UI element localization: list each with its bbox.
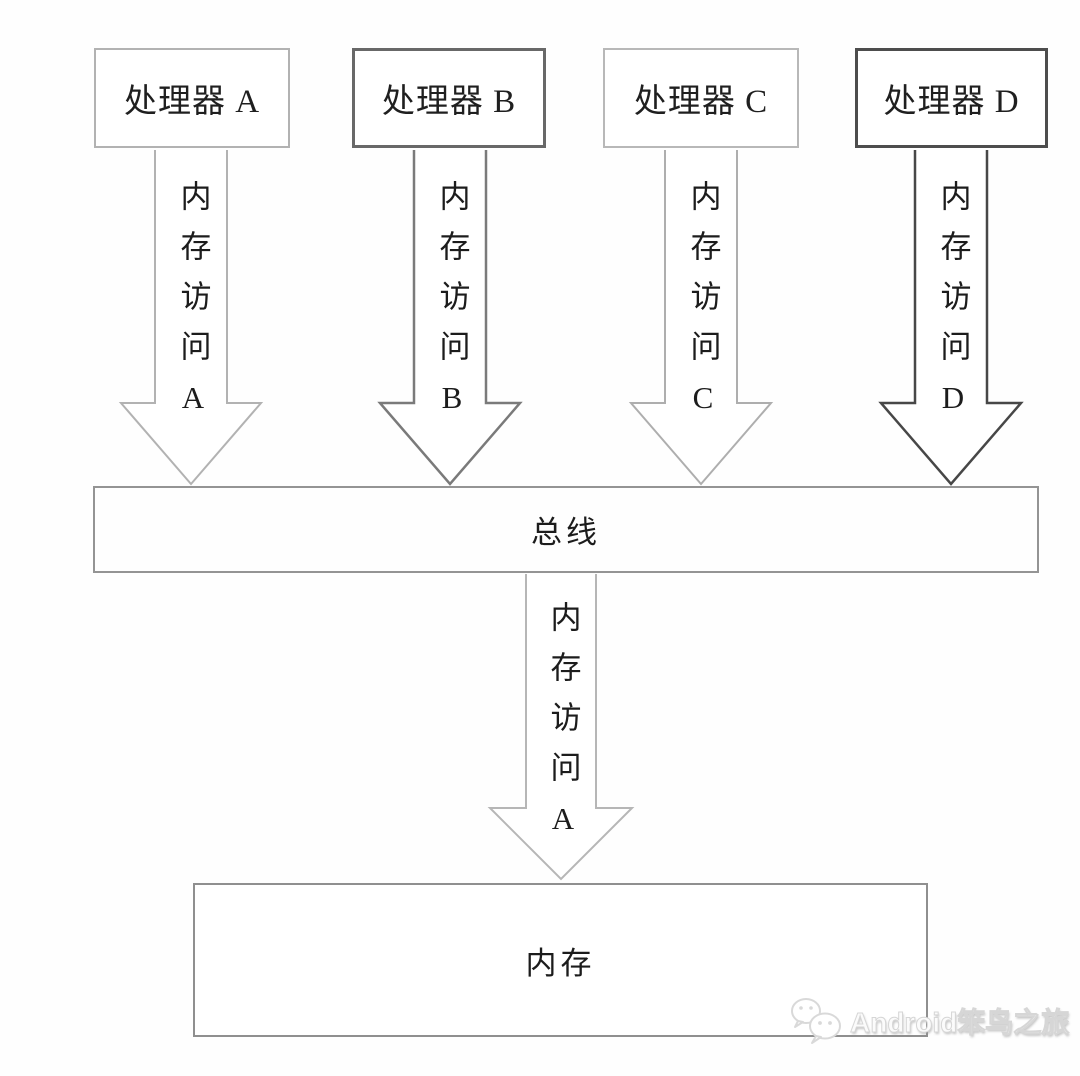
arrow-label-bus-to-memory: 内存访问A <box>545 601 581 855</box>
watermark: Android笨鸟之旅 <box>786 995 1070 1047</box>
memory-access-arrow-c <box>628 150 774 486</box>
arrow-label-memory-access-d: 内存访问D <box>935 180 971 434</box>
watermark-text: Android笨鸟之旅 <box>849 1007 1070 1039</box>
wechat-chat-bubbles-icon <box>791 998 841 1044</box>
bus-box: 总线 <box>93 486 1039 573</box>
processor-d-box: 处理器 D <box>855 48 1048 148</box>
processor-b-box: 处理器 B <box>352 48 546 148</box>
arrow-label-memory-access-b: 内存访问B <box>434 180 470 434</box>
memory-access-arrow-d <box>878 150 1024 486</box>
arrow-label-memory-access-c: 内存访问C <box>685 180 721 434</box>
memory-access-arrow-a <box>118 150 264 486</box>
processor-c-box: 处理器 C <box>603 48 799 148</box>
processor-a-box: 处理器 A <box>94 48 290 148</box>
memory-access-arrow-b <box>377 150 523 486</box>
bus-to-memory-arrow <box>487 574 635 881</box>
arrow-label-memory-access-a: 内存访问A <box>175 180 211 434</box>
